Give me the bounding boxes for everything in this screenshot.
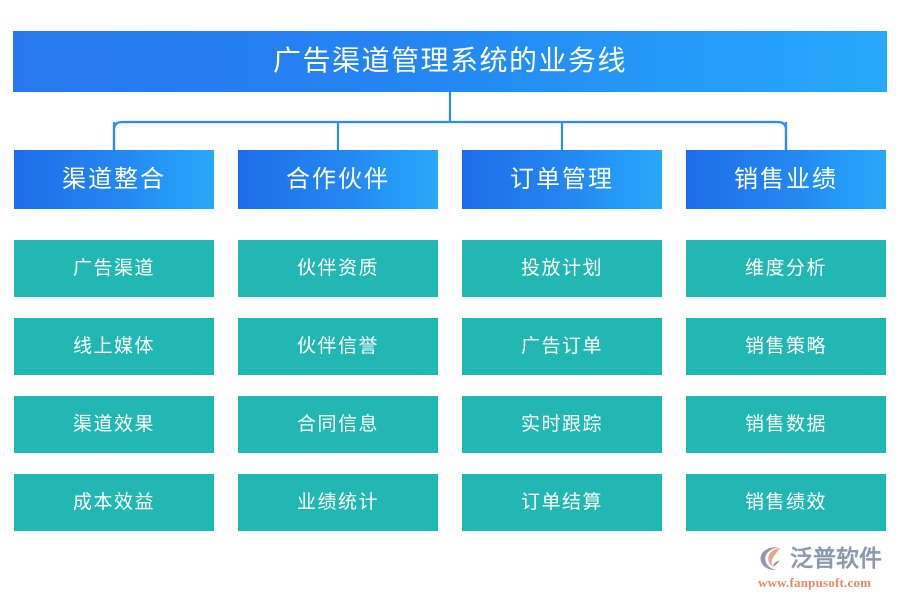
connector-bracket <box>112 120 788 150</box>
item-box-2-2[interactable]: 实时跟踪 <box>462 396 662 453</box>
category-column-sales-performance: 销售业绩 维度分析 销售策略 销售数据 销售绩效 <box>686 150 886 552</box>
item-label-3-0: 维度分析 <box>744 258 827 279</box>
item-label-3-3: 销售绩效 <box>744 492 827 513</box>
category-header-2[interactable]: 订单管理 <box>462 150 662 209</box>
fanpu-swoosh-icon <box>760 546 780 570</box>
item-box-2-1[interactable]: 广告订单 <box>462 318 662 375</box>
item-box-0-0[interactable]: 广告渠道 <box>14 240 214 297</box>
item-label-0-1: 线上媒体 <box>72 336 155 357</box>
item-box-0-3[interactable]: 成本效益 <box>14 474 214 531</box>
category-header-0[interactable]: 渠道整合 <box>14 150 214 209</box>
item-box-3-3[interactable]: 销售绩效 <box>686 474 886 531</box>
item-label-3-2: 销售数据 <box>744 414 827 435</box>
item-box-1-1[interactable]: 伙伴信誉 <box>238 318 438 375</box>
company-logo: 泛普软件 www.fanpusoft.com <box>756 543 892 591</box>
item-label-0-3: 成本效益 <box>72 492 155 513</box>
category-header-label-3: 销售业绩 <box>734 166 838 193</box>
logo-top-row: 泛普软件 <box>756 543 882 573</box>
category-header-label-1: 合作伙伴 <box>286 166 390 193</box>
page-title: 广告渠道管理系统的业务线 <box>272 45 627 77</box>
category-header-label-2: 订单管理 <box>510 166 614 193</box>
diagram-title-bar: 广告渠道管理系统的业务线 <box>13 31 887 92</box>
item-box-0-1[interactable]: 线上媒体 <box>14 318 214 375</box>
category-column-channel-integration: 渠道整合 广告渠道 线上媒体 渠道效果 成本效益 <box>14 150 214 552</box>
item-label-1-1: 伙伴信誉 <box>296 336 379 357</box>
item-label-0-2: 渠道效果 <box>72 414 155 435</box>
item-box-1-2[interactable]: 合同信息 <box>238 396 438 453</box>
item-box-0-2[interactable]: 渠道效果 <box>14 396 214 453</box>
item-label-0-0: 广告渠道 <box>72 258 155 279</box>
item-box-3-1[interactable]: 销售策略 <box>686 318 886 375</box>
item-label-1-0: 伙伴资质 <box>296 258 379 279</box>
item-box-3-2[interactable]: 销售数据 <box>686 396 886 453</box>
item-label-2-2: 实时跟踪 <box>520 414 603 435</box>
item-box-2-0[interactable]: 投放计划 <box>462 240 662 297</box>
logo-url-text: www.fanpusoft.com <box>758 575 872 590</box>
logo-brand-text: 泛普软件 <box>790 544 882 571</box>
category-column-partners: 合作伙伴 伙伴资质 伙伴信誉 合同信息 业绩统计 <box>238 150 438 552</box>
item-box-2-3[interactable]: 订单结算 <box>462 474 662 531</box>
item-box-1-3[interactable]: 业绩统计 <box>238 474 438 531</box>
item-label-1-3: 业绩统计 <box>296 492 379 513</box>
item-label-1-2: 合同信息 <box>296 414 379 435</box>
category-header-3[interactable]: 销售业绩 <box>686 150 886 209</box>
item-box-3-0[interactable]: 维度分析 <box>686 240 886 297</box>
category-column-order-management: 订单管理 投放计划 广告订单 实时跟踪 订单结算 <box>462 150 662 552</box>
category-header-1[interactable]: 合作伙伴 <box>238 150 438 209</box>
category-header-label-0: 渠道整合 <box>62 166 166 193</box>
item-label-2-1: 广告订单 <box>520 336 603 357</box>
item-label-2-3: 订单结算 <box>520 492 603 513</box>
item-label-2-0: 投放计划 <box>520 258 603 279</box>
item-label-3-1: 销售策略 <box>744 336 827 357</box>
item-box-1-0[interactable]: 伙伴资质 <box>238 240 438 297</box>
